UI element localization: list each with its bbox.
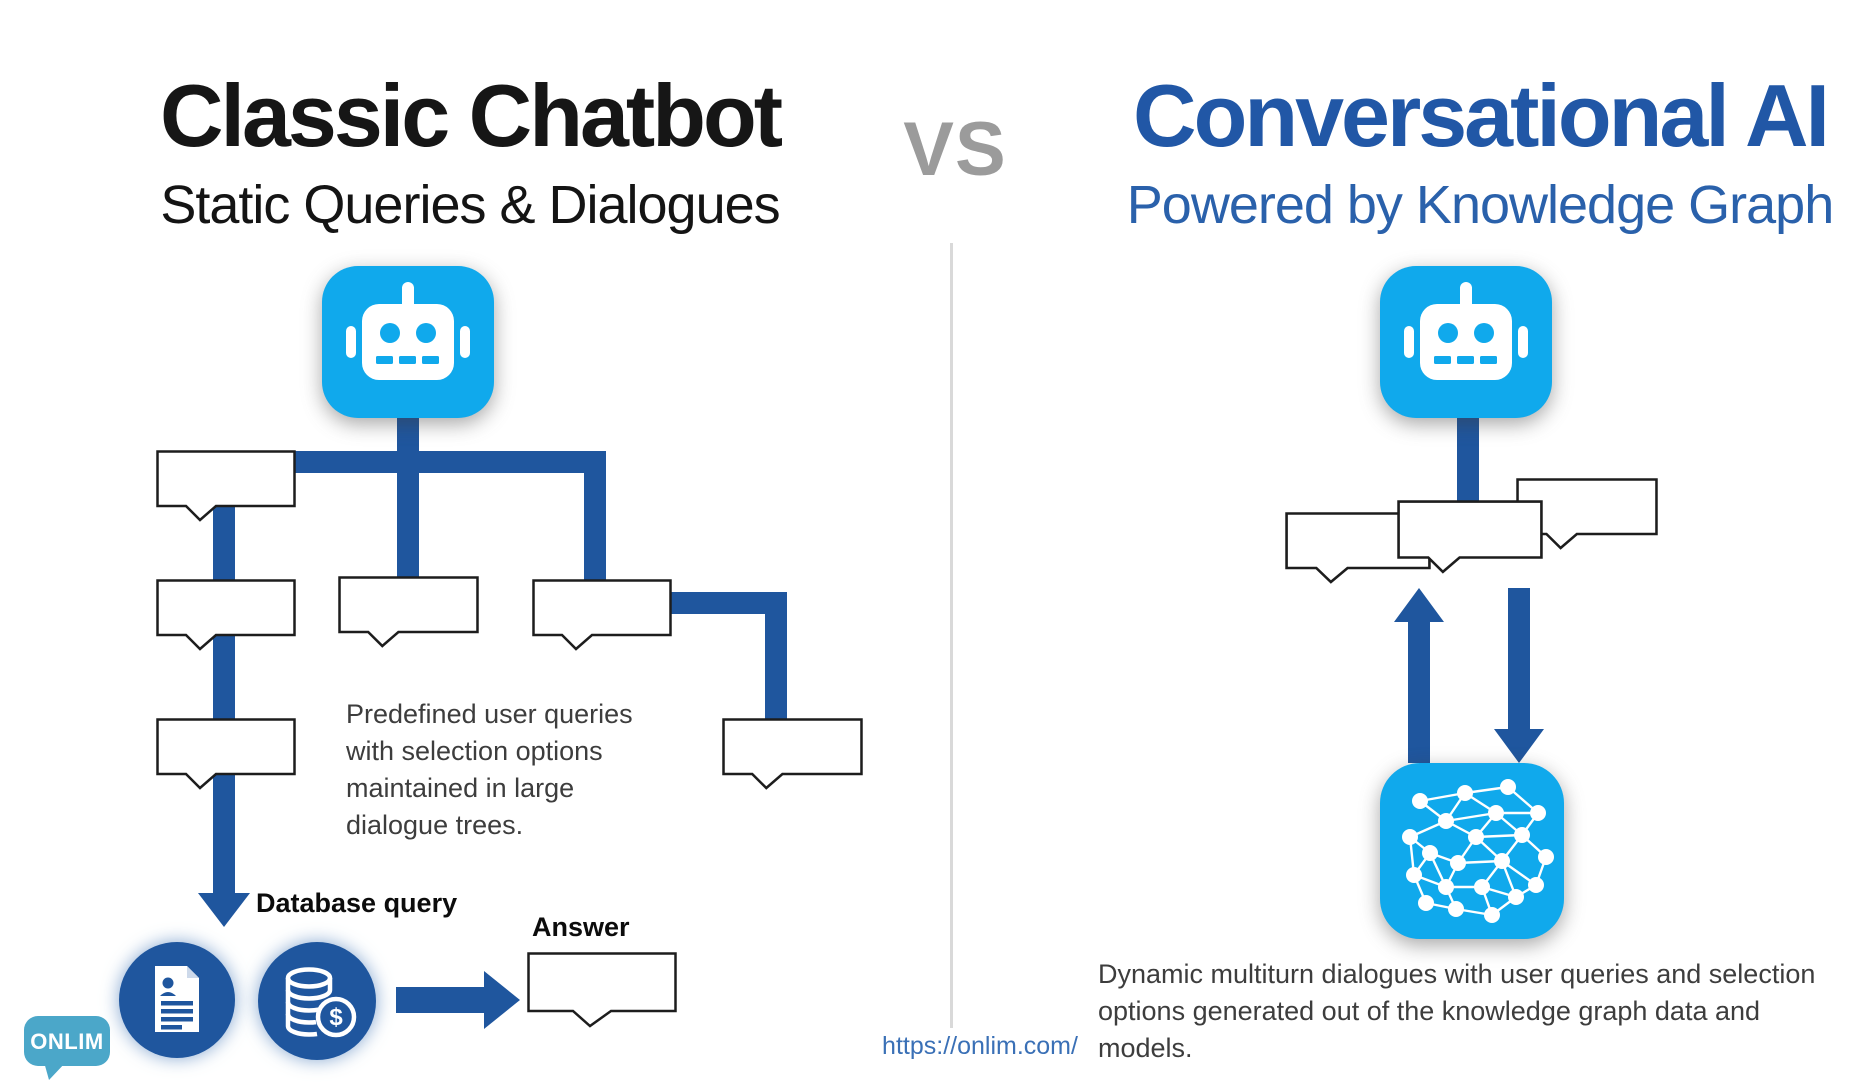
right-description: Dynamic multiturn dialogues with user qu… <box>1098 959 1816 1063</box>
dollar-glyph: $ <box>329 1004 343 1031</box>
center-divider <box>950 243 953 1028</box>
onlim-logo: ONLIM <box>24 1016 110 1080</box>
left-title: Classic Chatbot <box>159 66 783 165</box>
answer-label: Answer <box>532 912 630 942</box>
connector-left-column-2 <box>213 628 235 723</box>
dialogue-box <box>532 579 672 651</box>
knowledge-graph-icon <box>1380 763 1564 939</box>
connector-far-right-horizontal <box>670 592 787 614</box>
right-title: Conversational AI <box>1133 66 1830 165</box>
connector-robot-stem-left <box>397 410 419 580</box>
dialogue-box <box>156 450 296 522</box>
dialogue-box <box>1397 500 1543 574</box>
connector-top-horizontal-bar <box>290 451 606 473</box>
connector-robot-stem-right <box>1457 418 1479 510</box>
dialogue-box <box>156 579 296 651</box>
onlim-url-link[interactable]: https://onlim.com/ <box>882 1032 1078 1060</box>
connector-left-column-1 <box>213 498 235 586</box>
robot-icon <box>1380 266 1552 418</box>
left-description: Predefined user queries with selection o… <box>346 699 633 840</box>
robot-icon <box>322 266 494 418</box>
connector-far-right-vertical <box>765 592 787 722</box>
down-arrow-icon <box>1494 588 1544 763</box>
document-record-icon <box>119 942 235 1058</box>
vs-label: VS <box>903 107 1007 192</box>
down-arrow-icon <box>198 766 250 927</box>
dialogue-box <box>722 718 863 790</box>
database-coins-icon: $ <box>258 942 376 1060</box>
right-subtitle: Powered by Knowledge Graph <box>1126 175 1834 235</box>
right-arrow-icon <box>396 971 520 1029</box>
connector-right-branch <box>584 451 606 581</box>
onlim-logo-text: ONLIM <box>30 1029 103 1054</box>
answer-box <box>527 952 677 1028</box>
left-subtitle: Static Queries & Dialogues <box>160 175 780 235</box>
up-arrow-icon <box>1394 588 1444 763</box>
database-query-label: Database query <box>256 888 458 918</box>
dialogue-box <box>338 576 479 648</box>
dialogue-box <box>156 718 296 790</box>
